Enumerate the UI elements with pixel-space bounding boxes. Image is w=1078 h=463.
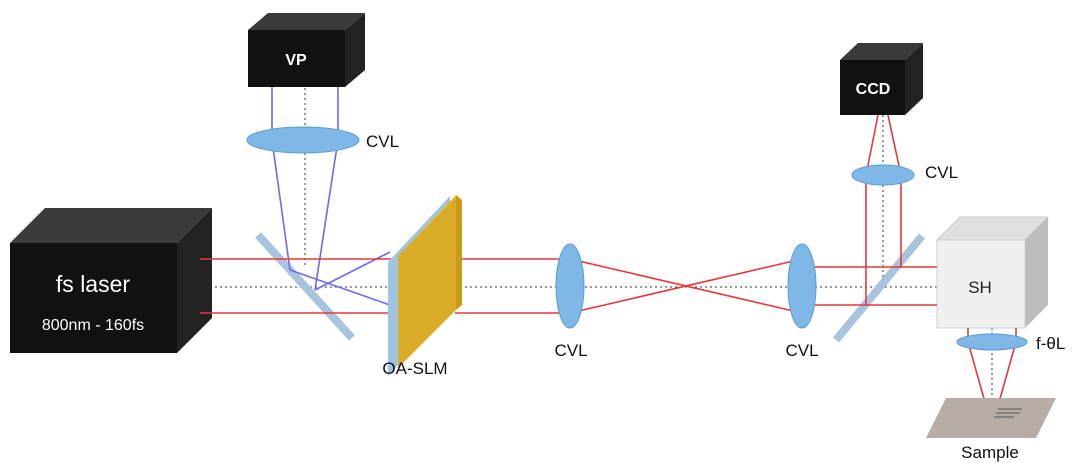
red-beam-cross-2 [569, 258, 803, 314]
vp-box: VP [248, 13, 365, 87]
sample-label: Sample [961, 443, 1019, 462]
ccd-label: CCD [856, 81, 891, 98]
blue-beam-converge-right [314, 139, 339, 291]
lens-cvl-ccd-label: CVL [925, 163, 958, 182]
sample: Sample [926, 398, 1056, 462]
laser-top-face [10, 208, 212, 243]
sh-label: SH [968, 278, 992, 297]
vp-front-face [248, 30, 345, 87]
f-theta-label: f-θL [1036, 334, 1065, 353]
lens-f-theta: f-θL [956, 333, 1065, 353]
ccd-side-face [905, 43, 923, 115]
red-beam-ccd-converge-right [887, 114, 902, 176]
ccd-front-face [840, 60, 905, 115]
laser-title: fs laser [56, 271, 130, 297]
blue-beam-cross-a [289, 269, 391, 306]
lens-cvl-top-shape [246, 126, 360, 154]
vp-label: VP [285, 52, 307, 69]
slm-label: OA-SLM [382, 359, 447, 378]
lens-cvl-top: CVL [246, 126, 399, 154]
sample-plate [926, 398, 1056, 438]
mirror-right [832, 233, 926, 343]
lens-cvl-ccd-shape [851, 164, 915, 186]
sh-side-face [1025, 217, 1048, 328]
ccd-box: CCD [840, 43, 923, 115]
red-beam-ccd-converge-left [865, 114, 879, 176]
lens-cvl-middle-label: CVL [554, 341, 587, 360]
slm-yellow-side [456, 195, 462, 310]
sh-front-face [936, 239, 1026, 329]
mirror-left [255, 232, 355, 341]
lens-cvl-middle-shape [555, 243, 585, 329]
blue-beam-converge-left [271, 139, 291, 271]
main-red-beams [200, 114, 1017, 421]
lens-cvl-right-label: CVL [785, 341, 818, 360]
slm-yellow-layer [398, 198, 456, 368]
ccd-top-face [840, 43, 923, 60]
laser-front-face [10, 243, 177, 353]
lens-cvl-ccd: CVL [851, 163, 958, 186]
vp-top-face [248, 13, 365, 30]
sample-pattern-lines [994, 408, 1022, 418]
vp-side-face [345, 13, 365, 87]
lens-cvl-middle: CVL [554, 243, 588, 360]
lens-f-theta-shape [956, 333, 1028, 351]
sh-cube: SH [935, 216, 1050, 329]
blue-beam-cross-b [314, 251, 391, 291]
lens-cvl-right-shape [787, 243, 817, 329]
laser-side-face [177, 208, 212, 353]
oa-slm: OA-SLM [382, 195, 462, 378]
laser-subtitle: 800nm - 160fs [42, 317, 144, 334]
lens-cvl-top-label: CVL [366, 132, 399, 151]
fs-laser: fs laser 800nm - 160fs [10, 208, 212, 353]
lens-cvl-right: CVL [785, 243, 819, 360]
